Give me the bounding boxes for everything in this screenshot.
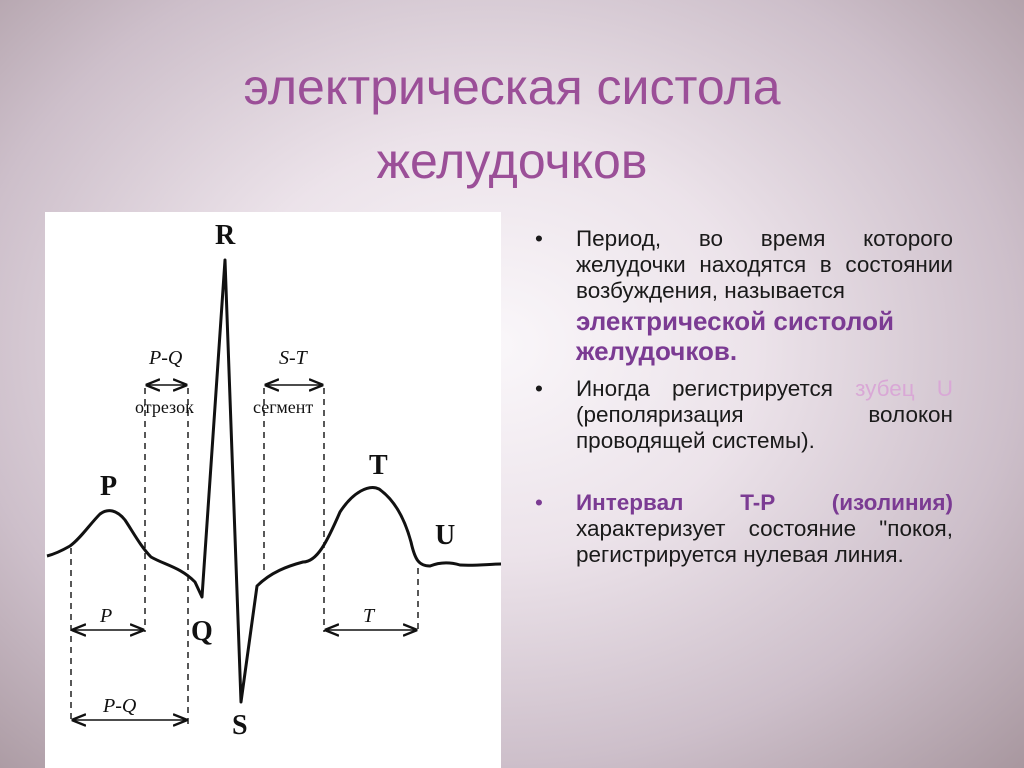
bullet-list: • Период, во время которого желудочки на… [531,226,953,578]
label-p: P [100,471,117,502]
ecg-waveform [46,258,501,704]
label-t: T [369,450,388,481]
bullet-marker: • [535,376,543,401]
ecg-svg: R P Q S T U P-Q отрезок S-T сегмент P T … [46,220,501,741]
bullet-tp-interval: • Интервал T-P (изолиния) характеризует … [531,490,953,568]
bullet-2-text-pre: Иногда регистрируется [576,376,833,401]
label-r: R [215,220,236,251]
label-q: Q [191,616,213,647]
bullet-2-text-post: (реполяризация волокон проводящей систем… [576,402,953,453]
label-s: S [232,710,248,741]
label-st-sub: сегмент [253,397,313,417]
label-st-top: S-T [279,347,309,369]
bullet-marker: • [535,490,543,515]
bullet-marker: • [535,226,543,251]
bullet-3-highlight: Интервал T-P (изолиния) [576,490,953,515]
label-t-width: T [363,605,376,627]
bullet-1-text: Период, во время которого желудочки нахо… [576,226,953,303]
bullet-u-wave: • Иногда регистрируется зубец U (реполяр… [531,376,953,454]
interval-arrows [73,385,416,720]
label-pq-sub: отрезок [135,397,194,417]
ecg-diagram: R P Q S T U P-Q отрезок S-T сегмент P T … [45,212,501,768]
bullet-systole-definition: • Период, во время которого желудочки на… [531,226,953,366]
label-pq-top: P-Q [148,347,183,369]
bullet-2-u-wave: зубец U [855,376,953,401]
slide-title-line-2: желудочков [376,133,648,189]
label-p-width: P [99,605,112,627]
guide-lines [70,388,419,724]
slide-title-line-1: электрическая систола [243,59,781,115]
label-pq-bottom: P-Q [102,695,137,717]
bullet-1-emphasis: электрической систолой желудочков. [576,306,894,366]
bullet-3-text: характеризует состояние "покоя, регистри… [576,516,953,567]
label-u: U [435,520,455,551]
